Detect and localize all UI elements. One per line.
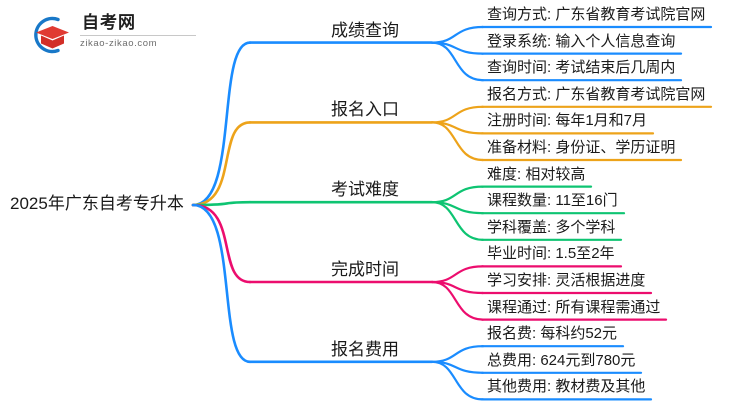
mindmap-leaf-label: 查询方式: 广东省教育考试院官网 xyxy=(487,6,706,23)
mindmap-leaf-label: 登录系统: 输入个人信息查询 xyxy=(487,32,676,50)
mindmap-leaf-label: 注册时间: 每年1月和7月 xyxy=(487,112,648,130)
mindmap-leaf-node[interactable]: 注册时间: 每年1月和7月 xyxy=(487,111,647,133)
mindmap-leaf-node[interactable]: 学科覆盖: 多个学科 xyxy=(487,218,615,240)
mindmap-leaf-label: 毕业时间: 1.5至2年 xyxy=(487,245,615,263)
mindmap-leaf-label: 学科覆盖: 多个学科 xyxy=(487,218,616,236)
mindmap-leaf-label: 查询时间: 考试结束后几周内 xyxy=(487,59,676,77)
mindmap-leaf-node[interactable]: 毕业时间: 1.5至2年 xyxy=(487,244,615,266)
mindmap-branch-node[interactable]: 报名费用 xyxy=(331,339,399,359)
mindmap-leaf-label: 报名费: 每科约52元 xyxy=(487,325,618,343)
mindmap-leaf-node[interactable]: 课程通过: 所有课程需通过 xyxy=(487,298,660,320)
mindmap-leaf-node[interactable]: 课程数量: 11至16门 xyxy=(487,191,618,213)
logo-name: 自考网 xyxy=(82,13,136,32)
graduation-cap-icon xyxy=(28,14,74,56)
mindmap-branch-node[interactable]: 成绩查询 xyxy=(331,20,399,40)
mindmap-leaf-label: 难度: 相对较高 xyxy=(487,165,586,183)
site-logo: 自考网 zikao-zikao.com xyxy=(28,12,198,60)
mindmap-leaf-label: 课程通过: 所有课程需通过 xyxy=(487,298,661,316)
mindmap-leaf-label: 学习安排: 灵活根据进度 xyxy=(487,272,646,289)
mindmap-branch-node[interactable]: 考试难度 xyxy=(331,180,399,200)
logo-divider xyxy=(80,35,196,36)
mindmap-leaf-label: 课程数量: 11至16门 xyxy=(487,192,618,210)
mindmap-leaf-node[interactable]: 总费用: 624元到780元 xyxy=(487,351,635,373)
mindmap-leaf-node[interactable]: 登录系统: 输入个人信息查询 xyxy=(487,32,675,54)
logo-domain: zikao-zikao.com xyxy=(80,38,158,49)
mindmap-leaf-node[interactable]: 查询时间: 考试结束后几周内 xyxy=(487,58,675,80)
mindmap-leaf-label: 准备材料: 身份证、学历证明 xyxy=(487,139,676,156)
mindmap-leaf-node[interactable]: 查询方式: 广东省教育考试院官网 xyxy=(487,5,705,27)
mindmap-leaf-node[interactable]: 报名方式: 广东省教育考试院官网 xyxy=(487,85,705,107)
mindmap-leaf-node[interactable]: 难度: 相对较高 xyxy=(487,165,585,187)
logo-text: 自考网 zikao-zikao.com xyxy=(80,12,198,50)
mindmap-branch-node[interactable]: 完成时间 xyxy=(331,260,399,279)
mindmap-leaf-node[interactable]: 准备材料: 身份证、学历证明 xyxy=(487,138,675,160)
mindmap-leaf-node[interactable]: 学习安排: 灵活根据进度 xyxy=(487,271,645,293)
mindmap-leaf-label: 其他费用: 教材费及其他 xyxy=(487,378,646,396)
mindmap-leaf-node[interactable]: 其他费用: 教材费及其他 xyxy=(487,377,645,399)
root-node[interactable]: 2025年广东自考专升本 xyxy=(10,194,184,213)
mindmap-leaf-label: 报名方式: 广东省教育考试院官网 xyxy=(487,85,706,103)
mindmap-leaf-node[interactable]: 报名费: 每科约52元 xyxy=(487,324,617,346)
mindmap-branch-node[interactable]: 报名入口 xyxy=(331,100,399,120)
mindmap-leaf-label: 总费用: 624元到780元 xyxy=(487,351,636,369)
